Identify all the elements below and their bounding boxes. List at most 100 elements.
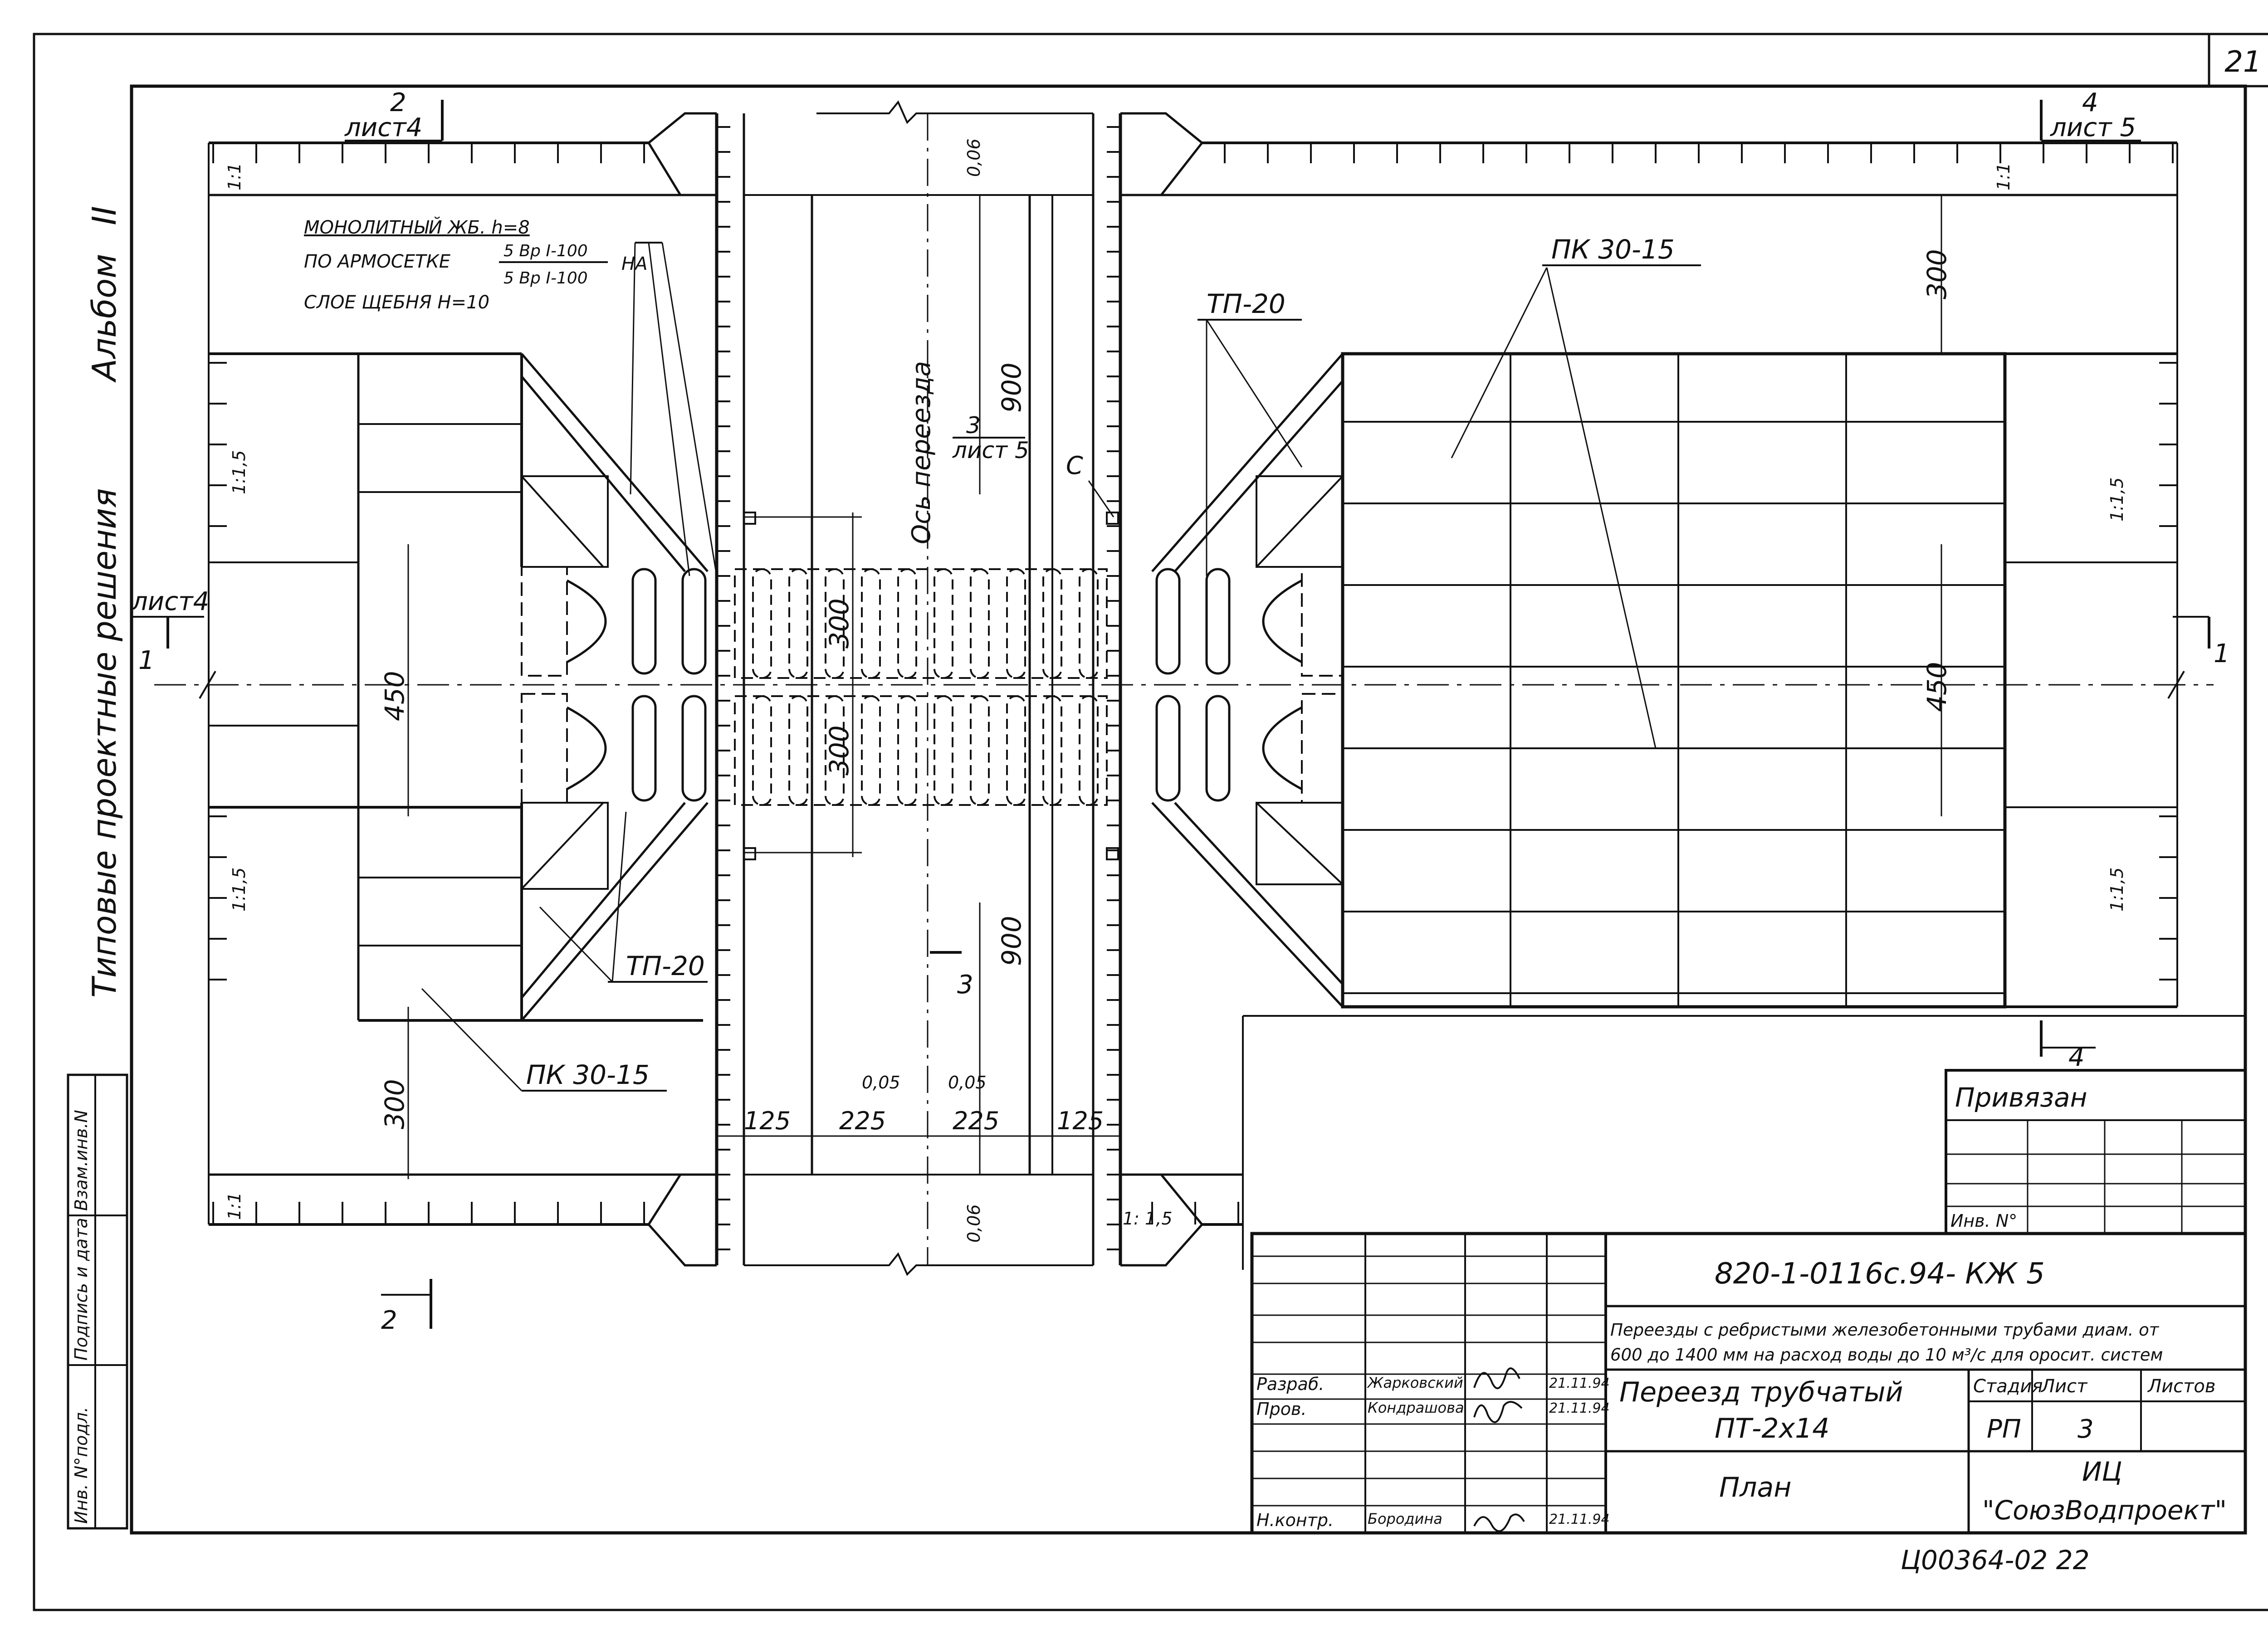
stamp-label-2: Подпись и дата [71,1218,91,1361]
section-marks: 2 лист4 4 лист 5 лист4 1 1 3 лист 5 3 2 … [131,88,2230,1335]
description-line-2: 600 до 1400 мм на расход воды до 10 м³/с… [1610,1345,2163,1365]
dimension-texts: 300 450 450 300 900 900 300 300 0,06 0,0… [379,138,1952,1243]
sheet-value: 3 [2077,1415,2094,1444]
sheet-title: План [1719,1472,1791,1503]
pipe-rings [752,568,1099,806]
component-labels: ПК 30-15 ТП-20 ТП-20 ПК 30-15 С Ось пере… [421,234,1701,1092]
footer-code: Ц00364-02 22 [1901,1545,2090,1575]
name-1: Жарковский [1367,1374,1463,1391]
pipe-ring [825,695,845,806]
name-3: Бородина [1368,1510,1442,1527]
dim-005-right: 0,05 [948,1073,987,1093]
slope-1-1-5-bottom-right: 1: 1,5 [1123,1209,1173,1229]
slope-1-1-top-right: 1:1 [1994,163,2014,190]
name-2: Кондрашова [1368,1399,1464,1416]
org-line-1: ИЦ [2082,1456,2122,1487]
pipe-ring [752,568,772,679]
axis-break-left [199,670,216,699]
date-3: 21.11.94 [1549,1512,1610,1527]
object-title-1: Переезд трубчатый [1619,1376,1903,1408]
pipe-ring [1079,568,1099,679]
right-apron [1151,352,2177,1009]
note-line-1: МОНОЛИТНЫЙ ЖБ. h=8 [304,216,530,238]
note-frac-top: 5 Вр I-100 [503,242,588,260]
dim-450-right: 450 [1921,662,1952,712]
slope-1-1-5-right-lower: 1:1,5 [2107,868,2127,912]
date-2: 21.11.94 [1549,1400,1610,1416]
pipe-ring [861,568,881,679]
concrete-notes: МОНОЛИТНЫЙ ЖБ. h=8 ПО АРМОСЕТКЕ 5 Вр I-1… [304,216,718,576]
col-sheets: Листов [2147,1376,2215,1397]
pipe-ring [1042,695,1062,806]
note-line-2: ПО АРМОСЕТКЕ [304,251,451,272]
slope-1-1-5-left-upper: 1:1,5 [229,450,249,494]
section-2-top-sheet: лист4 [344,113,422,142]
section-1-left-sheet: лист4 [131,587,209,616]
section-3-mid-sheet: лист 5 [952,437,1029,463]
dim-300-left: 300 [379,1079,410,1129]
signature-3 [1473,1513,1525,1532]
pipe-ring [788,695,808,806]
description-line-1: Переезды с ребристыми железобетонными тр… [1610,1320,2160,1340]
pipe-ring [788,568,808,679]
section-2-bottom-num: 2 [381,1306,397,1335]
dim-005-left: 0,05 [862,1073,900,1093]
note-line-3: СЛОЕ ЩЕБНЯ H=10 [304,292,489,313]
embankment-top-left [209,141,708,196]
slope-hatching [208,143,2178,1224]
pipe-ring [1006,568,1026,679]
embankment-bottom-right [1148,1173,1243,1226]
dim-225-left: 225 [839,1107,886,1135]
dim-300-right: 300 [1921,249,1952,299]
benchmark-markers [743,512,1119,860]
col-sheet: Лист [2040,1376,2088,1397]
date-1: 21.11.94 [1549,1375,1610,1391]
dim-225-right: 225 [953,1107,999,1135]
dim-125-left: 125 [744,1107,791,1135]
object-title-2: ПТ-2х14 [1715,1413,1829,1444]
stamp-label-3: Инв. N°подл. [71,1407,91,1524]
section-2-top-num: 2 [390,88,406,117]
section-3-low-num: 3 [957,970,973,1000]
dim-900-lower: 900 [996,916,1027,966]
section-3-mid-num: 3 [966,412,981,439]
stamp-label-1: Взам.инв.N [71,1110,91,1211]
dim-450-left: 450 [379,671,410,721]
left-apron [209,352,709,1022]
dim-300-mid-lower: 300 [824,725,855,776]
role-3: Н.контр. [1256,1510,1334,1530]
pipe-ring [1006,695,1026,806]
role-2: Пров. [1256,1399,1306,1419]
pipes-under-road [734,568,1108,806]
pipe-ring [752,695,772,806]
pipe-ring [934,568,953,679]
label-tp-lower: ТП-20 [626,951,705,981]
privyazan-title: Привязан [1955,1082,2087,1113]
pipe-ring [970,695,990,806]
outer-frame [33,33,2268,1611]
road-crossing [647,100,1203,1276]
left-stamp: Взам.инв.N Подпись и дата Инв. N°подл. [67,1073,128,1530]
slope-1-1-top-left: 1:1 [225,163,244,190]
pipe-ring [1079,695,1099,806]
label-pk-right: ПК 30-15 [1551,234,1675,265]
inner-frame [130,84,2247,1535]
embankment-top-right [1148,141,2177,196]
label-axis: Ось переезда [907,361,936,544]
slope-1-1-5-right-upper: 1:1,5 [2107,478,2127,522]
pipe-ring [934,695,953,806]
dim-006-top: 0,06 [964,138,984,177]
title-block [1250,1232,2247,1535]
dim-300-mid-upper: 300 [824,598,855,649]
dim-125-right: 125 [1057,1107,1104,1135]
note-frac-bottom: 5 Вр I-100 [503,269,588,288]
privyazan-block [1945,1069,2247,1235]
signature-1 [1473,1367,1520,1390]
role-1: Разраб. [1256,1374,1324,1394]
right-apron-rows [1343,421,2005,994]
org-line-2: "СоюзВодпроект" [1982,1495,2227,1526]
dimensions [407,195,1942,1179]
pipe-ring [897,695,917,806]
pipe-ring [897,568,917,679]
